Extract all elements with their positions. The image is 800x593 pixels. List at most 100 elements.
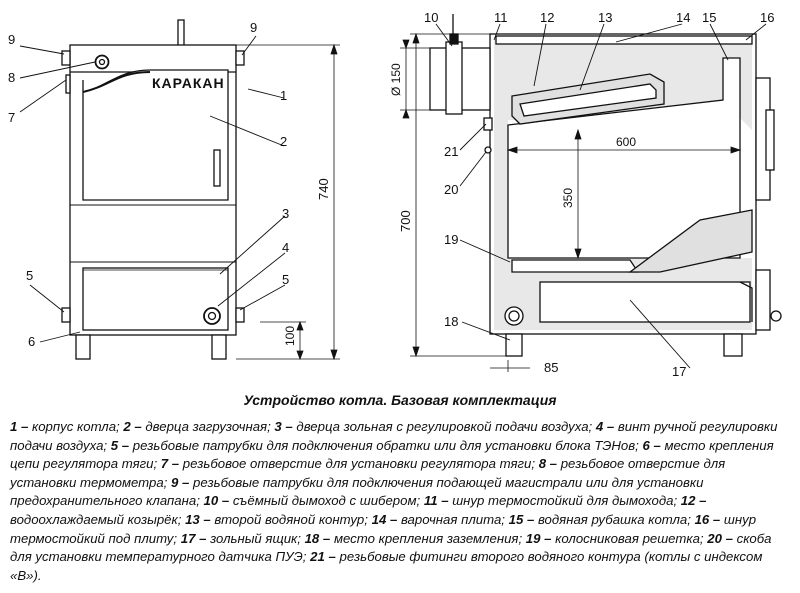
legend-item: 1 – корпус котла;	[10, 419, 123, 434]
callout-label: 12	[540, 10, 554, 25]
legend-item: 16 – шнур термостойкий под плиту;	[10, 512, 756, 546]
legend-text: место крепления заземления;	[333, 530, 526, 546]
callout-label: 7	[8, 110, 15, 125]
callout-label: 3	[282, 206, 289, 221]
ash-door	[82, 267, 229, 331]
brand-label: КАРАКАН	[152, 75, 225, 91]
callout-label: 10	[424, 10, 438, 25]
legend-text: корпус котла;	[32, 419, 124, 434]
legend-number: 9 –	[171, 474, 193, 490]
legend-number: 13 –	[185, 511, 215, 527]
legend-number: 3 –	[274, 419, 297, 434]
legend-item: 12 – водоохлаждаемый козырёк;	[10, 493, 706, 527]
legend-item: 2 – дверца загрузочная;	[123, 419, 274, 434]
legend-number: 5 –	[110, 437, 133, 453]
legend-number: 19 –	[525, 530, 556, 546]
legend-text: дверца зольная с регулировкой подачи воз…	[296, 419, 596, 434]
dimension-label: Ø 150	[389, 63, 403, 96]
thermometer-socket	[94, 54, 110, 70]
legend-text: съёмный дымоход с шибером;	[232, 493, 424, 509]
callout-label: 2	[280, 134, 287, 149]
legend-text: второй водяной контур;	[214, 511, 372, 527]
legend-number: 4 –	[595, 419, 618, 434]
callout-label: 17	[672, 364, 686, 379]
parts-legend: 1 – корпус котла; 2 – дверца загрузочная…	[10, 418, 790, 585]
dimension-label: 85	[544, 360, 558, 375]
legend-text: водяная рубашка котла;	[537, 511, 695, 527]
legend-number: 18 –	[304, 530, 334, 546]
door-handle	[213, 149, 221, 187]
nozzle-left-bottom	[61, 307, 71, 323]
front-view	[61, 19, 245, 360]
legend-item: 9 – резьбовые патрубки для подключения п…	[10, 475, 703, 509]
legend-text: резьбовое отверстие для установки термом…	[10, 456, 726, 490]
nozzle-left-top	[61, 50, 71, 66]
callout-label: 18	[444, 314, 458, 329]
legend-text: винт ручной регулировки подачи воздуха;	[10, 419, 778, 453]
legend-number: 1 –	[10, 419, 32, 434]
callout-label: 11	[494, 10, 508, 25]
foot-right	[211, 334, 227, 360]
legend-number: 7 –	[160, 456, 183, 472]
legend-text: резьбовые патрубки для подключения подаю…	[10, 474, 704, 509]
legend-item: 15 – водяная рубашка котла;	[509, 512, 695, 527]
callout-label: 1	[280, 88, 287, 103]
callout-label: 5	[282, 272, 289, 287]
legend-number: 8 –	[538, 456, 561, 472]
callout-label: 13	[598, 10, 612, 25]
side-section-view	[429, 14, 782, 357]
legend-text: резьбовые патрубки для подключения обрат…	[132, 437, 643, 453]
legend-item: 11 – шнур термостойкий для дымохода;	[424, 493, 681, 508]
legend-item: 18 – место крепления заземления;	[305, 531, 526, 546]
legend-text: водоохлаждаемый козырёк;	[10, 511, 186, 527]
legend-item: 19 – колосниковая решетка;	[526, 531, 707, 546]
legend-number: 6 –	[642, 437, 665, 453]
callout-label: 14	[676, 10, 690, 25]
dimension-label: 740	[316, 178, 331, 200]
ash-drawer	[539, 281, 751, 323]
callout-label: 20	[444, 182, 458, 197]
legend-text: скоба для установки температурного датчи…	[10, 530, 772, 565]
legend-item: 14 – варочная плита;	[372, 512, 509, 527]
legend-item: 20 – скоба для установки температурного …	[10, 531, 772, 565]
legend-item: 10 – съёмный дымоход с шибером;	[204, 493, 424, 508]
callout-label: 15	[702, 10, 716, 25]
callout-label: 16	[760, 10, 774, 25]
callout-label: 6	[28, 334, 35, 349]
legend-number: 2 –	[123, 419, 146, 434]
legend-text: место крепления цепи регулятора тяги;	[10, 437, 774, 472]
legend-item: 6 – место крепления цепи регулятора тяги…	[10, 438, 774, 472]
legend-item: 17 – зольный ящик;	[181, 531, 305, 546]
legend-item: 8 – резьбовое отверстие для установки те…	[10, 456, 725, 490]
legend-text: шнур термостойкий для дымохода;	[452, 493, 681, 509]
legend-number: 12 –	[680, 493, 707, 509]
legend-item: 5 – резьбовые патрубки для подключения о…	[111, 438, 643, 453]
callout-label: 5	[26, 268, 33, 283]
legend-number: 17 –	[180, 530, 211, 546]
legend-text: дверца загрузочная;	[145, 419, 275, 434]
nozzle-right-bottom	[235, 307, 245, 323]
return-nozzle	[504, 306, 524, 326]
legend-number: 15 –	[508, 511, 538, 527]
legend-text: резьбовые фитинги второго водяного конту…	[10, 549, 763, 583]
dimension-label: 350	[561, 188, 575, 208]
callout-label: 21	[444, 144, 458, 159]
grate	[511, 259, 640, 273]
legend-number: 20 –	[707, 530, 737, 546]
legend-text: колосниковая решетка;	[555, 530, 708, 546]
legend-text: зольный ящик;	[210, 530, 305, 546]
legend-number: 11 –	[423, 493, 453, 509]
legend-number: 10 –	[203, 493, 233, 509]
air-screw	[203, 307, 221, 325]
legend-number: 21 –	[310, 549, 340, 565]
legend-item: 13 – второй водяной контур;	[185, 512, 372, 527]
legend-item: 4 – винт ручной регулировки подачи возду…	[10, 419, 777, 453]
callout-label: 19	[444, 232, 458, 247]
dimension-label: 700	[398, 210, 413, 232]
legend-text: шнур термостойкий под плиту;	[10, 511, 757, 546]
callout-label: 9	[8, 32, 15, 47]
legend-text: варочная плита;	[400, 511, 509, 527]
foot-left	[75, 334, 91, 360]
legend-text: резьбовое отверстие для установки регуля…	[182, 456, 539, 472]
callout-label: 9	[250, 20, 257, 35]
